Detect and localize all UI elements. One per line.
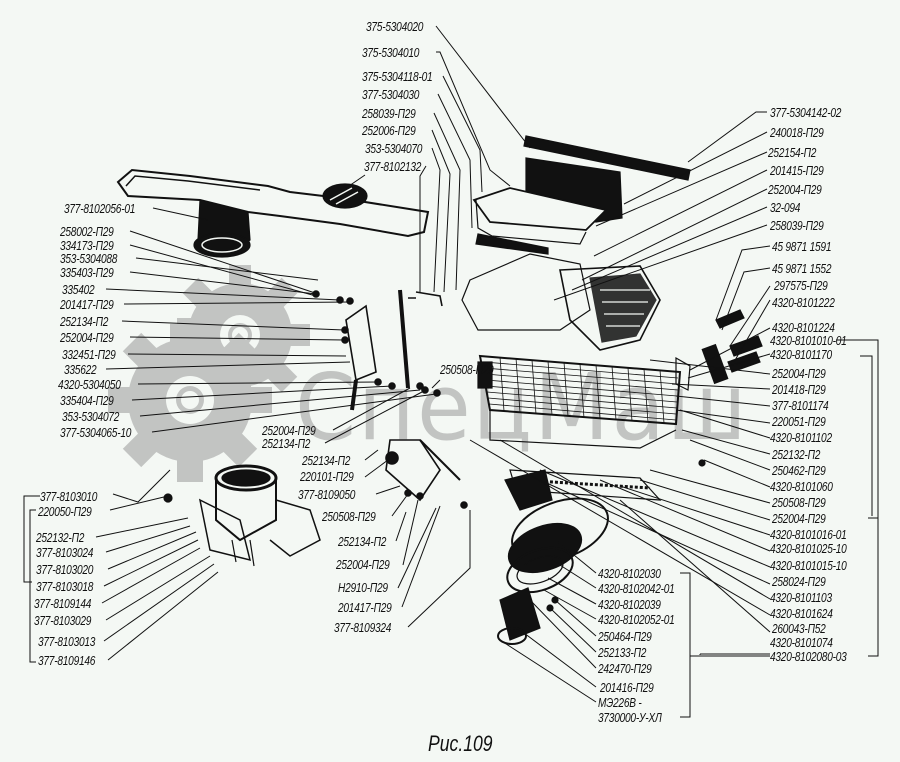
part-label: 252132-П2	[772, 447, 821, 462]
part-label: 252004-П29	[336, 557, 390, 572]
part-label: 335404-П29	[60, 393, 114, 408]
part-label: 4320-8101170	[770, 347, 832, 362]
radiator-core-part	[477, 354, 682, 501]
part-label: 4320-8102030	[598, 566, 661, 581]
part-label: 201416-П29	[600, 680, 654, 695]
part-label: 297575-П29	[774, 278, 828, 293]
part-label: 377-8103020	[36, 562, 94, 577]
part-label: 258024-П29	[772, 574, 826, 589]
part-label: 4320-8101074	[770, 635, 833, 650]
part-label: 377-5304142-02	[770, 105, 842, 120]
part-label: 4320-8102052-01	[598, 612, 675, 627]
heater-housing-part	[461, 253, 661, 351]
part-label: 4320-8101624	[770, 606, 833, 621]
part-label: 377-5304065-10	[60, 425, 132, 440]
part-label: 4320-8101010-01	[770, 333, 847, 348]
part-label: 4320-8101025-10	[770, 541, 847, 556]
part-label: 258039-П29	[770, 218, 824, 233]
part-label: 240018-П29	[770, 125, 824, 140]
part-label: 220101-П29	[300, 469, 354, 484]
part-label: 4320-8101102	[770, 430, 832, 445]
part-label: 32-094	[770, 200, 801, 215]
part-label: 201418-П29	[772, 382, 826, 397]
part-label: 252133-П2	[598, 645, 647, 660]
part-label: 250508-П29	[440, 362, 494, 377]
part-label: 334173-П29	[60, 238, 114, 253]
part-label: 332451-П29	[62, 347, 116, 362]
part-label: 201415-П29	[770, 163, 824, 178]
part-label: 252154-П2	[768, 145, 817, 160]
part-label: 252134-П2	[60, 314, 109, 329]
part-label: 252004-П29	[772, 366, 826, 381]
part-label: 377-8102132	[364, 159, 422, 174]
leader-lines	[23, 25, 879, 718]
part-label: 4320-8101015-10	[770, 558, 847, 573]
part-label: 250462-П29	[772, 463, 826, 478]
part-label: 220050-П29	[38, 504, 92, 519]
part-label: 258039-П29	[362, 106, 416, 121]
part-label: 377-8103018	[36, 579, 94, 594]
part-label: 377-8103013	[38, 634, 96, 649]
part-label: 201417-П29	[60, 297, 114, 312]
part-label: 377-8109144	[34, 596, 92, 611]
part-label: 242470-П29	[598, 661, 652, 676]
part-label: 4320-8102042-01	[598, 581, 675, 596]
part-label: 353-5304072	[62, 409, 120, 424]
part-label: 335622	[64, 362, 97, 377]
part-label: 252134-П2	[262, 436, 311, 451]
part-label: 260043-П52	[772, 621, 826, 636]
part-label: 4320-8101224	[772, 320, 835, 335]
part-label: 45 9871 1591	[772, 239, 832, 254]
figure-caption: Рис.109	[428, 731, 493, 756]
part-label: 252134-П2	[302, 453, 351, 468]
part-label: 375-5304118-01	[362, 69, 433, 84]
part-label: 258002-П29	[60, 224, 114, 239]
part-label: Н2910-П29	[338, 580, 388, 595]
part-label: 335403-П29	[60, 265, 114, 280]
air-duct-part	[116, 168, 430, 258]
part-label: 4320-8102080-03	[770, 649, 847, 664]
part-label: 375-5304020	[366, 19, 424, 34]
top-cover-part	[472, 135, 691, 255]
part-label: 4320-8101103	[770, 590, 832, 605]
part-label: 252006-П29	[362, 123, 416, 138]
heater-valve-part	[163, 464, 321, 567]
part-label: 377-8109146	[38, 653, 96, 668]
part-label: 377-8109324	[334, 620, 392, 635]
part-label: 353-5304070	[365, 141, 423, 156]
part-label: 252004-П29	[772, 511, 826, 526]
part-label: 45 9871 1552	[772, 261, 832, 276]
part-label: 4320-5304050	[58, 377, 121, 392]
part-label: 4320-8101060	[770, 479, 833, 494]
part-label: 377-8103029	[34, 613, 92, 628]
part-label: 4320-8101016-01	[770, 527, 847, 542]
part-label: 252004-П29	[768, 182, 822, 197]
part-label: 377-5304030	[362, 87, 420, 102]
part-label: 377-8109050	[298, 487, 356, 502]
part-label: 252134-П2	[338, 534, 387, 549]
part-label: 250508-П29	[772, 495, 826, 510]
part-label: 201417-П29	[338, 600, 392, 615]
part-label: 252004-П29	[60, 330, 114, 345]
part-label: 3730000-У-ХЛ	[598, 710, 662, 725]
part-label: 375-5304010	[362, 45, 420, 60]
part-label: 4320-8101222	[772, 295, 835, 310]
part-label: 353-5304088	[60, 251, 118, 266]
part-label: МЭ226В -	[598, 695, 642, 710]
part-label: 252132-П2	[36, 530, 85, 545]
part-label: 250464-П29	[598, 629, 652, 644]
part-label: 4320-8102039	[598, 597, 661, 612]
part-label: 252004-П29	[262, 423, 316, 438]
part-label: 250508-П29	[322, 509, 376, 524]
part-label: 377-8103024	[36, 545, 94, 560]
part-label: 220051-П29	[772, 414, 826, 429]
part-label: 335402	[62, 282, 95, 297]
part-label: 377-8102056-01	[64, 201, 136, 216]
part-label: 377-8103010	[40, 489, 98, 504]
part-label: 377-8101174	[772, 398, 829, 413]
